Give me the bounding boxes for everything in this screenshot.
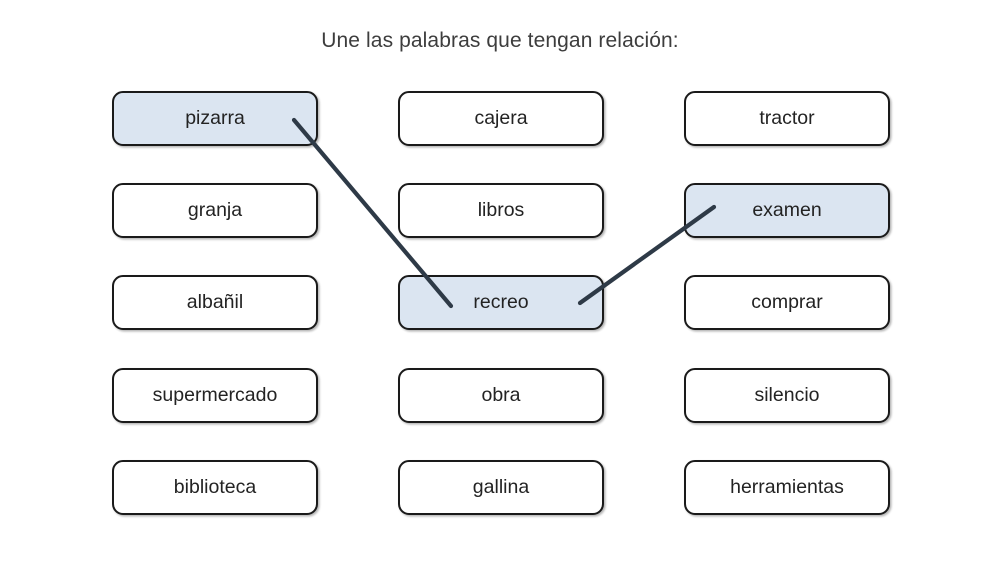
word-box-pizarra[interactable]: pizarra — [112, 91, 318, 146]
word-label: examen — [752, 199, 822, 221]
word-label: comprar — [751, 291, 823, 313]
word-label: cajera — [474, 107, 528, 129]
word-label: herramientas — [730, 476, 844, 498]
word-label: biblioteca — [173, 476, 257, 498]
word-label: obra — [481, 384, 521, 406]
word-label: tractor — [759, 107, 815, 129]
word-box-gallina[interactable]: gallina — [398, 460, 604, 515]
word-box-obra[interactable]: obra — [398, 368, 604, 423]
word-box-biblioteca[interactable]: biblioteca — [112, 460, 318, 515]
word-box-tractor[interactable]: tractor — [684, 91, 890, 146]
word-label: granja — [187, 199, 243, 221]
word-box-supermercado[interactable]: supermercado — [112, 368, 318, 423]
word-label: recreo — [473, 291, 529, 313]
word-box-granja[interactable]: granja — [112, 183, 318, 238]
word-box-examen[interactable]: examen — [684, 183, 890, 238]
word-box-recreo[interactable]: recreo — [398, 275, 604, 330]
word-label: supermercado — [152, 384, 278, 406]
page-title: Une las palabras que tengan relación: — [321, 29, 679, 52]
word-box-cajera[interactable]: cajera — [398, 91, 604, 146]
word-box-albanil[interactable]: albañil — [112, 275, 318, 330]
word-label: albañil — [186, 291, 244, 313]
word-box-herramientas[interactable]: herramientas — [684, 460, 890, 515]
word-label: silencio — [754, 384, 820, 406]
word-label: pizarra — [185, 107, 245, 129]
word-box-silencio[interactable]: silencio — [684, 368, 890, 423]
word-box-comprar[interactable]: comprar — [684, 275, 890, 330]
word-label: gallina — [472, 476, 530, 498]
word-box-libros[interactable]: libros — [398, 183, 604, 238]
word-label: libros — [477, 199, 525, 221]
